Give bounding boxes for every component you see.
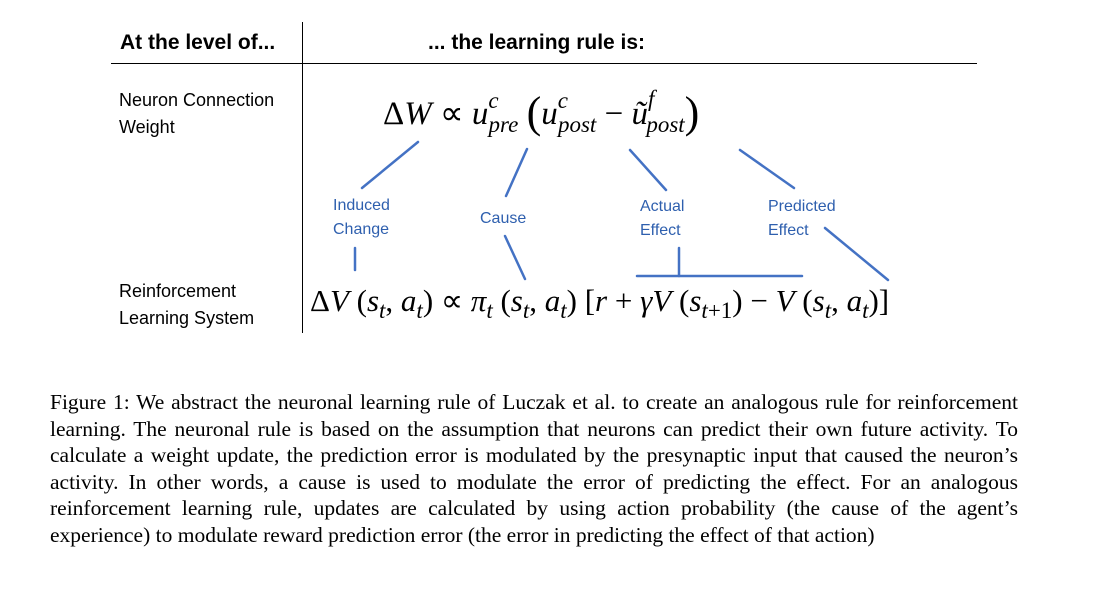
column-rule [302, 22, 303, 333]
induced-change-upper-line [360, 140, 420, 190]
row-label-neuron: Neuron Connection Weight [119, 90, 275, 137]
figure-caption: Figure 1: We abstract the neuronal learn… [50, 390, 1018, 547]
predicted-effect-upper-line [738, 148, 796, 190]
cause-lower-line [503, 234, 527, 281]
rl-learning-rule-equation: ΔV (st, at) ∝ πt (st, at) [r + γV (st+1)… [310, 283, 890, 324]
actual-effect-upper-line [628, 148, 668, 192]
induced-change-label: Induced Change [333, 197, 390, 238]
row-label-rl: Reinforcement Learning System [119, 281, 255, 328]
predicted-effect-label: Predicted Effect [768, 198, 836, 239]
header-left: At the level of... [120, 31, 276, 54]
header-rule [111, 63, 977, 64]
cause-label: Cause [480, 210, 527, 227]
header-right: ... the learning rule is: [428, 31, 646, 54]
neuron-learning-rule-equation: ΔW ∝ ucpre (ucpost − ũfpost) [383, 86, 700, 137]
cause-upper-line [504, 147, 529, 198]
actual-effect-label: Actual Effect [640, 198, 685, 239]
